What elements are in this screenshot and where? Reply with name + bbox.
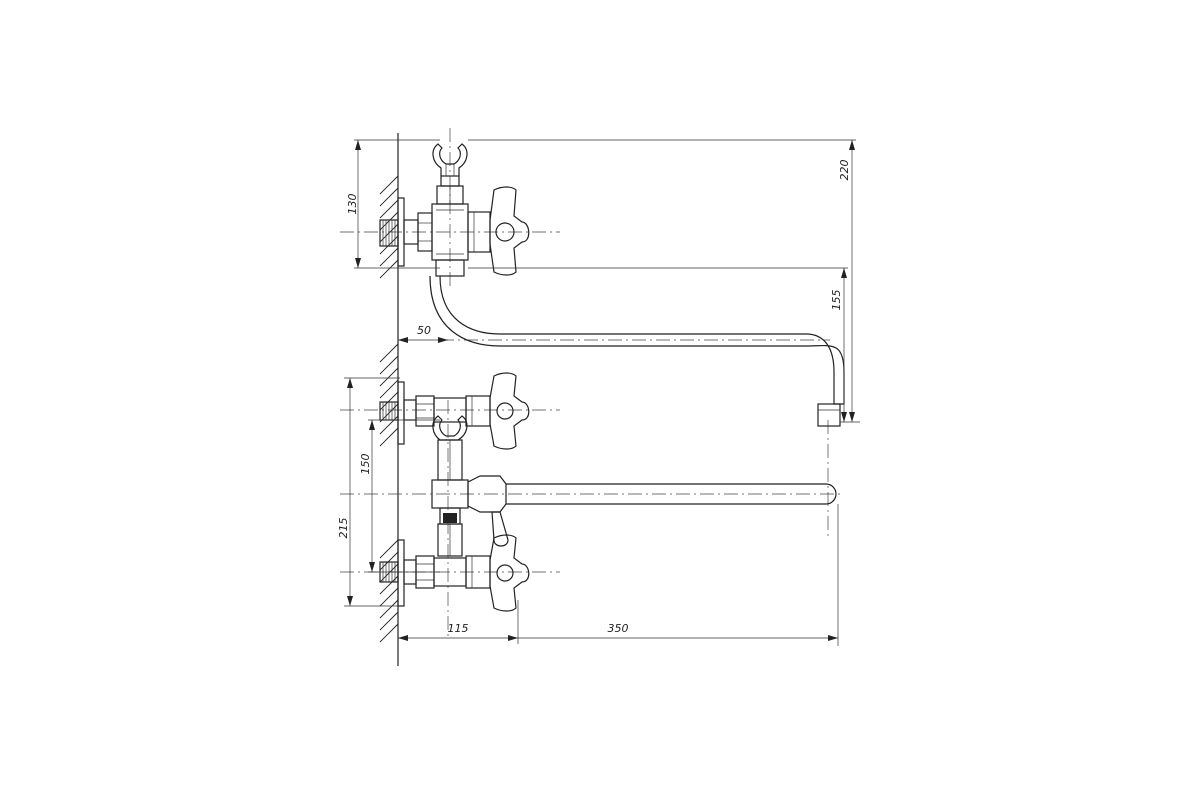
upper-shower-holder-icon: [432, 143, 468, 176]
dimension-220: 220: [468, 139, 856, 422]
dimension-150: 150: [359, 419, 440, 573]
dimension-50: 50: [398, 324, 448, 343]
dimension-130-label: 130: [346, 194, 359, 215]
lower-bottom-cross-handle-icon: [489, 534, 530, 612]
dimension-155-label: 155: [830, 290, 843, 311]
upper-wall-thread: [379, 219, 399, 247]
dimension-350-label: 350: [608, 622, 629, 635]
dimension-215: 215: [337, 377, 400, 607]
dimension-150-label: 150: [359, 454, 372, 475]
dimension-130: 130: [346, 139, 440, 269]
lower-top-flange: [397, 381, 405, 445]
lower-diverter-knob: [443, 513, 457, 523]
center-lines: [340, 128, 840, 640]
dimension-155: 155: [468, 267, 860, 423]
wall-hatching-lower: [379, 343, 399, 643]
lower-top-bonnet: [465, 395, 491, 427]
dimension-220-label: 220: [838, 160, 851, 181]
dimension-215-label: 215: [337, 518, 350, 539]
dimension-115-label: 115: [448, 622, 469, 635]
lower-straight-spout: [506, 483, 837, 505]
upper-faucet: [379, 143, 845, 427]
dimension-115: 115: [398, 600, 519, 644]
upper-cross-handle-icon: [489, 186, 530, 276]
lower-shower-holder-icon: [432, 415, 468, 441]
lower-top-cross-handle-icon: [489, 372, 530, 450]
dimension-350: 350: [518, 504, 839, 646]
lower-bottom-flange: [397, 539, 405, 607]
lower-top-nut: [415, 395, 435, 427]
dimension-50-label: 50: [417, 324, 431, 337]
upper-aerator: [817, 403, 841, 427]
lower-diverter-lever-icon: [491, 511, 509, 547]
lower-top-thread: [379, 401, 399, 421]
lower-faucet: [379, 372, 837, 612]
